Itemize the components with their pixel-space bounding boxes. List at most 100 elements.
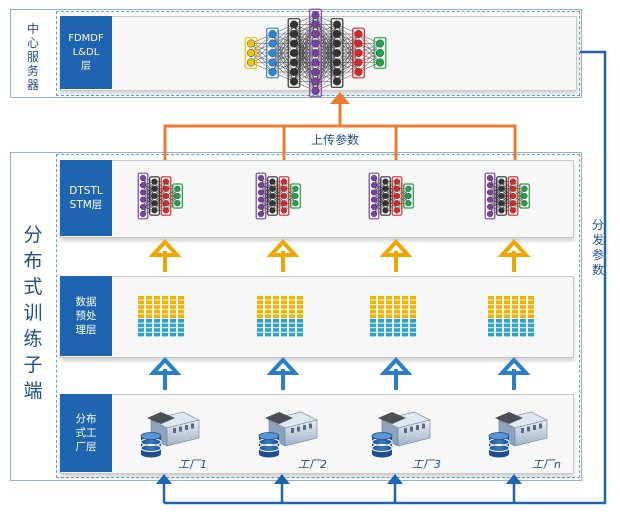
network-node [269, 185, 276, 192]
network-node [281, 207, 288, 214]
distribute-params-label: 分 发 参 数 [591, 218, 604, 277]
network-node [311, 10, 320, 19]
network-node [139, 182, 146, 189]
network-node [151, 185, 158, 192]
network-node [510, 178, 517, 185]
network-node [394, 185, 401, 192]
network-node [333, 67, 342, 76]
network-node [258, 210, 265, 217]
network-node [354, 39, 363, 48]
network-node [162, 185, 169, 192]
network-node [292, 185, 299, 192]
network-node [311, 30, 320, 39]
network-node [521, 192, 528, 199]
network-node [269, 207, 276, 214]
network-node [174, 185, 181, 192]
network-node [498, 200, 505, 207]
network-node [258, 203, 265, 210]
network-node [521, 185, 528, 192]
network-node [268, 67, 277, 76]
network-node [139, 189, 146, 196]
data-bars-icon-4 [488, 296, 534, 337]
network-node [487, 203, 494, 210]
factory-label-2: 工厂2 [298, 458, 327, 471]
factory-flow-arrow-1 [148, 357, 182, 390]
data-flow-arrow-2 [266, 239, 300, 272]
network-node [371, 203, 378, 210]
network-node [382, 207, 389, 214]
dtstl-layer-label: DTSTL STM层 [60, 160, 112, 236]
client-neural-network-icon-3 [368, 172, 414, 220]
network-node [376, 39, 385, 48]
client-dashed-border [56, 154, 580, 478]
network-node [281, 200, 288, 207]
network-node [498, 185, 505, 192]
network-node [268, 49, 277, 58]
network-node [498, 178, 505, 185]
factory-icon-2 [258, 411, 318, 458]
network-node [394, 192, 401, 199]
factory-layer-label: 分布 式工 厂层 [60, 394, 112, 472]
upload-params-lines [163, 100, 517, 160]
network-node [292, 192, 299, 199]
network-node [382, 178, 389, 185]
data-bars-icon-3 [370, 296, 416, 337]
network-node [382, 200, 389, 207]
network-node [354, 30, 363, 39]
network-node [311, 77, 320, 86]
network-node [139, 210, 146, 217]
network-node [162, 178, 169, 185]
network-node [405, 185, 412, 192]
factory-flow-arrow-2 [266, 357, 300, 390]
network-node [290, 67, 299, 76]
network-node [151, 178, 158, 185]
network-node [151, 200, 158, 207]
network-node [258, 174, 265, 181]
network-node [510, 200, 517, 207]
data-flow-arrow-4 [497, 239, 531, 272]
network-node [405, 200, 412, 207]
factory-label-n: 工厂n [532, 458, 561, 471]
network-node [382, 192, 389, 199]
central-server-side-label: 中 心 服 务 器 [26, 22, 39, 92]
network-node [333, 30, 342, 39]
network-node [290, 49, 299, 58]
network-node [371, 189, 378, 196]
network-node [268, 58, 277, 67]
network-node [281, 192, 288, 199]
network-node [311, 39, 320, 48]
central-layer-label: FDMDF L&DL 层 [60, 16, 112, 89]
network-node [394, 200, 401, 207]
network-node [162, 200, 169, 207]
network-node [405, 192, 412, 199]
network-node [151, 207, 158, 214]
factory-flow-arrow-4 [497, 357, 531, 390]
network-node [258, 189, 265, 196]
network-node [394, 207, 401, 214]
network-node [246, 58, 255, 67]
upload-params-label: 上传参数 [311, 133, 360, 147]
network-node [311, 86, 320, 95]
network-node [382, 185, 389, 192]
network-node [281, 185, 288, 192]
network-node [354, 49, 363, 58]
data-flow-arrow-3 [379, 239, 413, 272]
client-neural-network-icon-4 [484, 172, 530, 220]
network-node [487, 174, 494, 181]
upload-arrowhead [330, 92, 350, 104]
network-node [487, 210, 494, 217]
factory-icon-n [488, 411, 548, 458]
network-node [521, 200, 528, 207]
preprocess-layer-label: 数据 预处 理层 [60, 276, 112, 356]
client-side-label: 分 布 式 训 练 子 端 [23, 224, 43, 402]
network-node [174, 200, 181, 207]
network-node [498, 192, 505, 199]
network-node [290, 58, 299, 67]
network-node [510, 185, 517, 192]
network-node [268, 39, 277, 48]
network-node [394, 178, 401, 185]
factory-icon-3 [371, 411, 431, 458]
distribute-feedback-line [162, 50, 607, 505]
database-icon-2 [258, 432, 280, 458]
